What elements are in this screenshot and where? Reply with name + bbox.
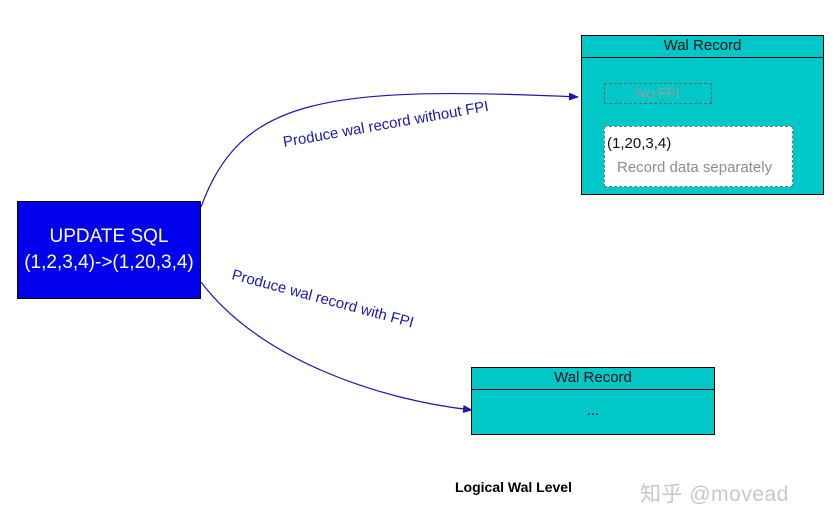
wal-record-title: Wal Record [582,36,823,58]
no-fpi-placeholder: No FPI [604,83,712,104]
watermark: 知乎 @movead [640,483,789,506]
wal-record-with-fpi: Wal Record ... [471,367,715,435]
record-data-box: (1,20,3,4) Record data separately [604,126,793,187]
edge-without-fpi [200,92,579,208]
update-sql-tuple: (1,2,3,4)->(1,20,3,4) [24,252,194,273]
record-tuple: (1,20,3,4) [607,135,672,152]
wal-record-content: ... [586,402,600,419]
record-note: Record data separately [617,159,773,176]
wal-record-title-bottom: Wal Record [472,368,714,390]
edge-label-with-fpi: Produce wal record with FPI [230,266,416,331]
edge-with-fpi [200,281,473,414]
update-sql-node: UPDATE SQL (1,2,3,4)->(1,20,3,4) [17,201,201,299]
diagram-caption: Logical Wal Level [455,479,572,495]
update-sql-title: UPDATE SQL [49,226,169,247]
